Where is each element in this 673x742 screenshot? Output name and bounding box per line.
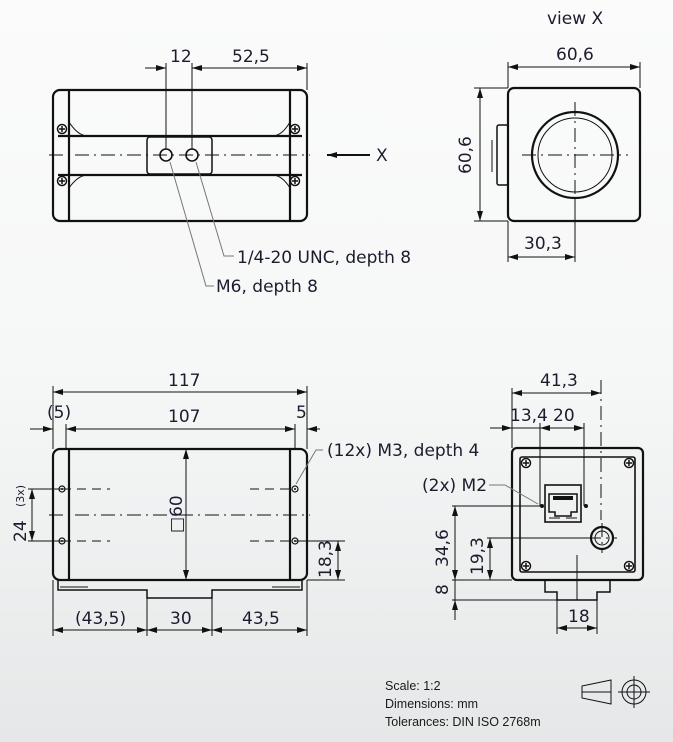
dim-hole-pitch-count: (3x) <box>14 485 27 507</box>
dim-view-center: 30,3 <box>524 234 562 254</box>
view-direction-label: X <box>376 146 388 166</box>
dim-foot-width-rear: 18 <box>568 607 590 627</box>
screw-icon <box>289 175 301 187</box>
callout-m3-thread: (12x) M3, depth 4 <box>327 441 479 461</box>
dim-hole-spacing: 12 <box>170 47 192 67</box>
dim-body-length: 107 <box>168 407 200 427</box>
dim-rj45-x: 13,4 <box>510 406 548 426</box>
ethernet-port-icon <box>544 484 582 523</box>
dim-connector-x: 41,3 <box>540 371 578 391</box>
callout-m2-thread: (2x) M2 <box>422 476 487 496</box>
screw-icon <box>623 560 635 572</box>
side-view: 117 107 (5) 5 (12x) M3, depth 4 24 (3x) … <box>11 371 479 636</box>
projection-symbol-icon <box>581 676 650 708</box>
dim-right-cap: 5 <box>296 403 307 423</box>
dimensions-unit-label: Dimensions: mm <box>385 697 478 711</box>
screw-icon <box>520 560 532 572</box>
dim-foot-width: 30 <box>170 609 192 629</box>
dim-rj45-height: 34,6 <box>433 529 453 567</box>
screw-icon <box>56 123 68 135</box>
top-view: 12 52,5 X 1/4-20 UNC, depth 8 M6, depth … <box>49 47 411 297</box>
screw-icon <box>289 123 301 135</box>
rear-view: 41,3 13,4 20 (2x) M2 34,6 19,3 8 18 <box>422 371 645 634</box>
screw-icon <box>56 175 68 187</box>
dim-square-section: □60 <box>167 495 187 533</box>
front-view-x: 60,6 60,6 30,3 <box>456 45 642 262</box>
callout-unc-thread: 1/4-20 UNC, depth 8 <box>237 248 411 268</box>
dim-rj45-spacing: 20 <box>553 406 575 426</box>
dim-foot-left: (43,5) <box>75 609 126 629</box>
scale-label: Scale: 1:2 <box>385 679 441 693</box>
dim-total-length: 117 <box>168 371 200 391</box>
screw-icon <box>520 457 532 469</box>
callout-m6-thread: M6, depth 8 <box>216 277 318 297</box>
screw-icon <box>623 457 635 469</box>
dim-foot-height: 8 <box>433 584 453 595</box>
dim-foot-right: 43,5 <box>242 609 280 629</box>
dim-view-height: 60,6 <box>456 136 476 174</box>
dim-hole-height: 18,3 <box>316 540 336 578</box>
dim-hole-to-end: 52,5 <box>232 47 270 67</box>
dim-hole-pitch: 24 <box>11 520 31 542</box>
tolerances-label: Tolerances: DIN ISO 2768m <box>385 715 541 729</box>
view-x-label: view X <box>547 9 604 29</box>
dim-view-width: 60,6 <box>556 45 594 65</box>
dim-connector-height: 19,3 <box>468 537 488 575</box>
dim-left-cap: (5) <box>47 403 71 423</box>
